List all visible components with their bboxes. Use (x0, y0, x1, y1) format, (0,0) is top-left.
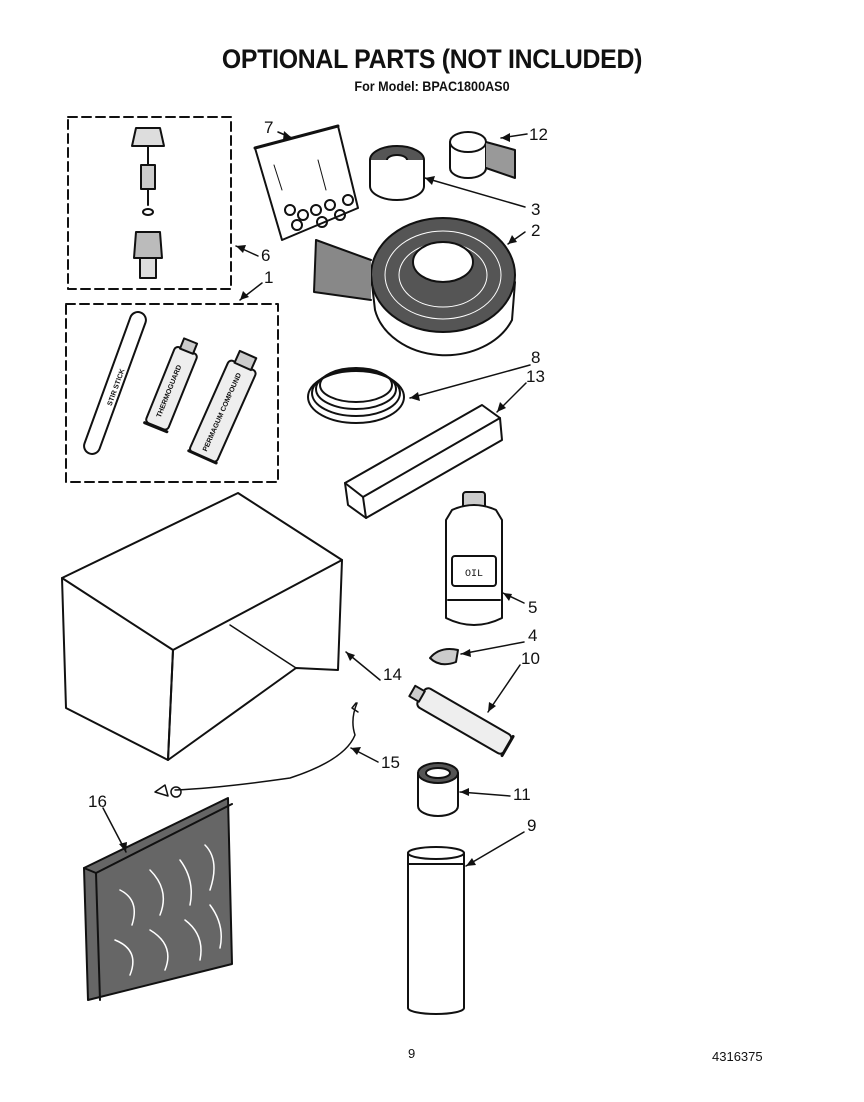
tube-large (187, 349, 258, 465)
callout-15: 15 (381, 753, 400, 772)
oil-bottle-5 (445, 491, 503, 626)
foam-block-13 (344, 404, 503, 519)
callout-12: 12 (529, 125, 548, 144)
callout-3: 3 (531, 200, 541, 219)
spray-can-9 (407, 846, 465, 1015)
callout-13: 13 (526, 367, 545, 386)
kit-box-1 (65, 303, 279, 483)
leader-arrowheads (119, 131, 517, 866)
capsule-4 (429, 648, 459, 666)
callout-6: 6 (261, 246, 271, 265)
oring-bag (253, 124, 359, 241)
page-number: 9 (408, 1046, 416, 1061)
callout-4: 4 (528, 626, 538, 645)
tube-small (143, 337, 199, 434)
tape-roll-11 (417, 762, 459, 817)
page-title: OPTIONAL PARTS (NOT INCLUDED) (221, 44, 643, 74)
callout-16: 16 (88, 792, 107, 811)
coiled-tubing-8 (307, 367, 405, 424)
callout-8: 8 (531, 348, 541, 367)
bottle-label: OIL (465, 569, 483, 580)
cord-15 (154, 702, 359, 798)
model-subtitle: For Model: BPAC1800AS0 (354, 78, 510, 94)
valve-assembly (131, 127, 165, 279)
callout-5: 5 (528, 598, 538, 617)
cover-14 (61, 492, 343, 761)
callout-7: 7 (264, 118, 274, 137)
callout-10: 10 (521, 649, 540, 668)
callout-11: 11 (513, 785, 531, 804)
callout-9: 9 (527, 816, 537, 835)
kit-box-6 (67, 116, 232, 290)
callout-14: 14 (383, 665, 402, 684)
tube-10 (408, 684, 515, 758)
tape-roll-12 (449, 131, 516, 179)
callout-2: 2 (531, 221, 541, 240)
document-number: 4316375 (712, 1049, 763, 1064)
stir-stick (83, 311, 147, 455)
filter-16 (83, 797, 233, 1001)
tape-roll-3 (369, 145, 425, 201)
gasket-roll-2 (313, 217, 516, 357)
callout-1: 1 (264, 268, 274, 287)
